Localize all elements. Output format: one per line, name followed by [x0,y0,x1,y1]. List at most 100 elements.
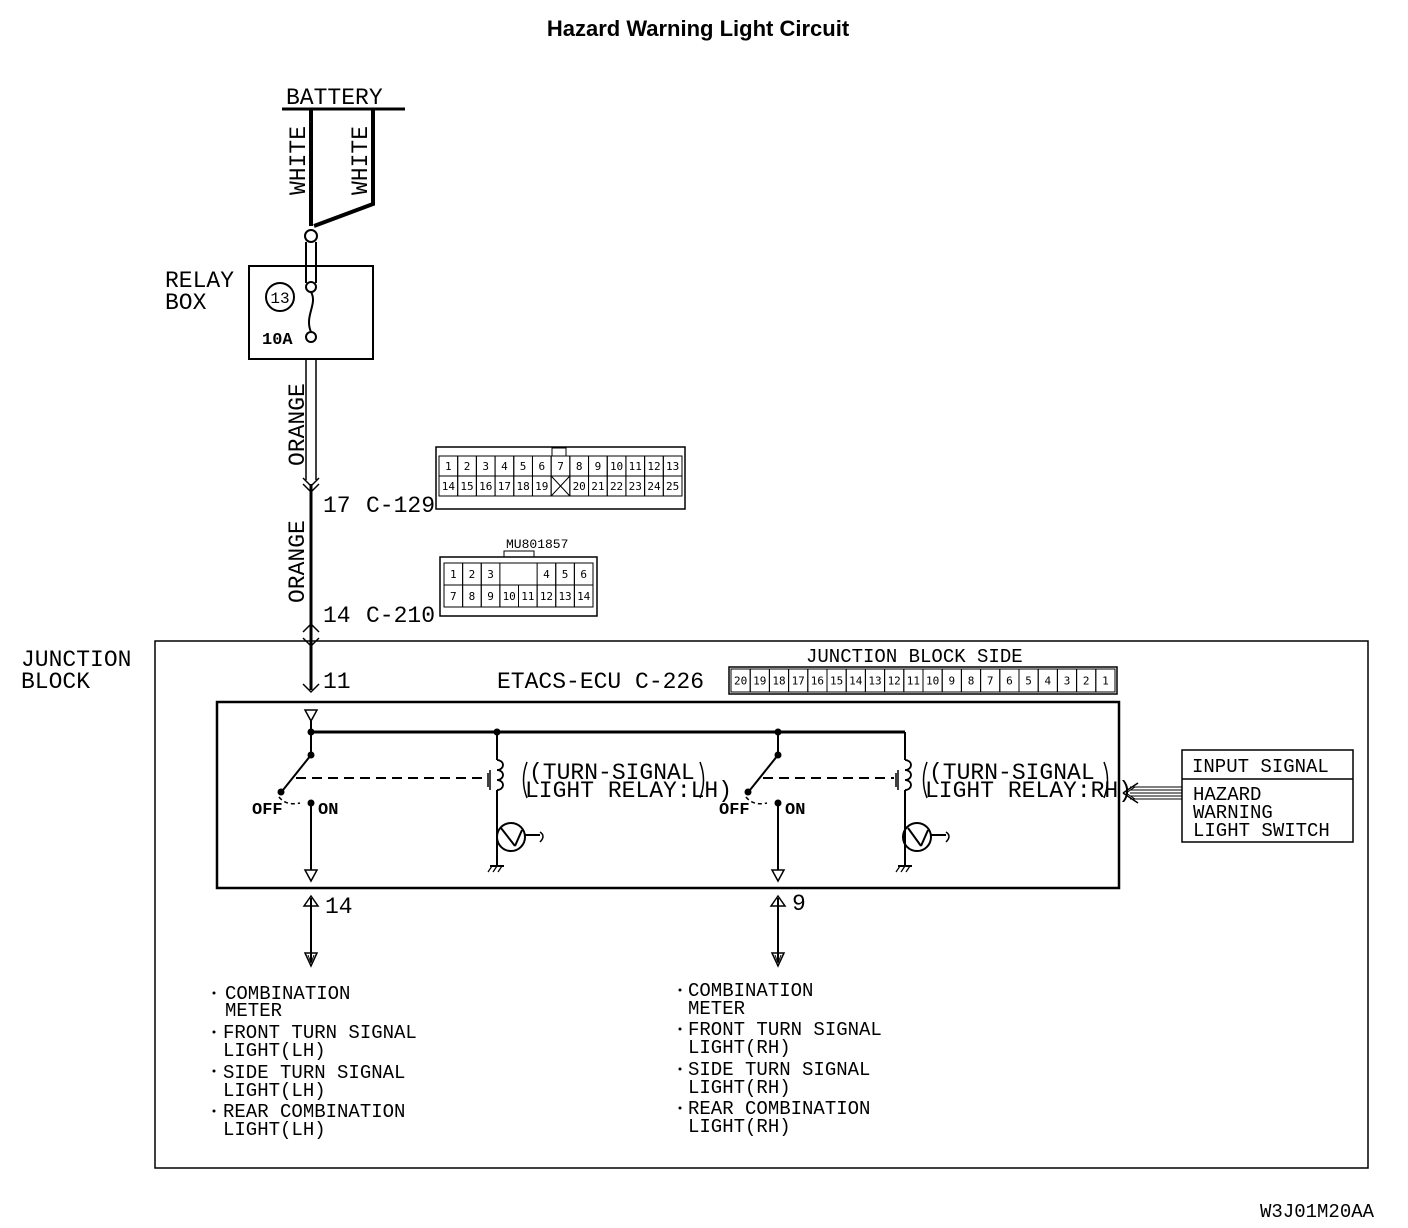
c129-name: C-129 [366,493,435,519]
connector-pin-number: 14 [442,480,456,493]
connector-pin-number: 14 [577,590,591,603]
input-switch-line2: WARNING [1193,802,1273,824]
connector-pin-number: 20 [573,480,586,493]
load-lh-1-line2: METER [225,1000,282,1022]
connector-pin-number: 2 [1083,675,1090,688]
connector-pin-number: 17 [792,675,805,688]
diagram-title: Hazard Warning Light Circuit [547,16,850,41]
figure-code: W3J01M20AA [1260,1201,1375,1223]
pin-lh: 14 [325,894,353,920]
wire-color-white-right: WHITE [348,126,374,195]
relay-rh-label-2: LIGHT RELAY:RH) [925,778,1132,804]
connector-pin-number: 4 [501,460,508,473]
loads-lh-list: COMBINATION METER FRONT TURN SIGNAL LIGH… [212,983,417,1141]
switch-rh-off: OFF [719,801,750,820]
connector-pin-number: 8 [968,675,975,688]
load-rh-1-line2: METER [688,998,745,1020]
relay-rh-label-1: (TURN-SIGNAL [929,760,1095,786]
relay-lh-label-1: (TURN-SIGNAL [529,760,695,786]
connector-pin-number: 12 [888,675,901,688]
connector-pin-number: 9 [487,590,494,603]
loads-rh-list: COMBINATION METER FRONT TURN SIGNAL LIGH… [678,980,882,1138]
input-switch-line1: HAZARD [1193,784,1261,806]
connector-pin-number: 9 [595,460,602,473]
connector-pin-number: 18 [772,675,785,688]
c210-pin: 14 [323,603,351,629]
load-rh-3-line2: LIGHT(RH) [688,1077,791,1099]
orange-wire: ORANGE ORANGE [285,359,320,694]
connector-pin-number: 10 [503,590,516,603]
connector-pin-number: 10 [610,460,623,473]
connector-pin-number: 3 [1064,675,1071,688]
wire-color-orange-1: ORANGE [285,383,311,466]
connector-pin-cell [662,475,683,497]
fuse-rating: 10A [262,331,293,350]
connector-pin-number: 6 [580,568,587,581]
connector-pin-number: 1 [1102,675,1109,688]
input-signal-title: INPUT SIGNAL [1192,756,1329,778]
connector-pin-cell [1095,668,1116,693]
connector-pin-number: 18 [516,480,529,493]
connector-pin-number: 4 [543,568,550,581]
load-lh-2-line2: LIGHT(LH) [223,1040,326,1062]
pin-rh: 9 [792,891,806,917]
connector-pin-number: 6 [538,460,545,473]
output-lh: 14 [302,894,353,968]
connector-pin-number: 7 [987,675,994,688]
c210-name: C-210 [366,603,435,629]
connector-pin-number: 1 [450,568,457,581]
connector-pin-number: 3 [487,568,494,581]
load-lh-1-line1: COMBINATION [225,983,350,1005]
c210-part-number: MU801857 [506,537,568,552]
load-rh-4-line1: REAR COMBINATION [688,1098,870,1120]
connector-pin-number: 13 [666,460,679,473]
load-lh-3-line2: LIGHT(LH) [223,1080,326,1102]
connector-pin-number: 16 [811,675,824,688]
connector-pin-number: 5 [1025,675,1032,688]
input-signal-arrow [1122,782,1182,804]
switch-lh-off: OFF [252,801,283,820]
pin-input: 11 [323,669,351,695]
load-lh-4-line1: REAR COMBINATION [223,1101,405,1123]
connector-pin-number: 12 [540,590,553,603]
battery-label: BATTERY [286,85,383,111]
junction-block-side-label: JUNCTION BLOCK SIDE [806,646,1023,668]
connector-pin-cell [573,584,594,608]
connector-pin-number: 24 [647,480,661,493]
connector-pin-number: 4 [1044,675,1051,688]
connector-pin-number: 16 [479,480,492,493]
connector-pin-number: 2 [464,460,471,473]
switch-rh-on: ON [785,801,805,820]
connector-pin-number: 21 [591,480,604,493]
connector-pin-number: 10 [926,675,939,688]
white-wires: WHITE WHITE [286,109,375,283]
connector-pin-number: 15 [460,480,473,493]
connector-pin-number: 11 [907,675,920,688]
connector-pin-number: 13 [868,675,881,688]
connector-pin-number: 11 [629,460,642,473]
connector-pin-number: 8 [576,460,583,473]
etacs-ecu: OFF ON (TURN-SIGNAL LIGHT RELAY:LH) OFF [215,700,1132,890]
load-rh-3-line1: SIDE TURN SIGNAL [688,1059,870,1081]
connector-pin-number: 23 [629,480,642,493]
connector-pin-number: 13 [558,590,571,603]
junction-block-label-1: JUNCTION [21,647,131,673]
connector-pin-number: 5 [520,460,527,473]
connector-pin-number: 8 [469,590,476,603]
load-rh-1-line1: COMBINATION [688,980,813,1002]
connector-pin-number: 14 [849,675,863,688]
connector-pin-number: 19 [753,675,766,688]
relay-box-label-1: RELAY [165,268,234,294]
switch-lh-on: ON [318,801,338,820]
wire-color-orange-2: ORANGE [285,520,311,603]
connector-pin-number: 7 [557,460,564,473]
blank-cavity-mark [550,475,571,497]
load-rh-2-line2: LIGHT(RH) [688,1037,791,1059]
input-signal: INPUT SIGNAL HAZARD WARNING LIGHT SWITCH [1122,749,1354,843]
output-rh: 9 [769,891,806,968]
c129-pin: 17 [323,493,351,519]
connector-pin-number: 25 [666,480,679,493]
connector-pin-number: 5 [562,568,569,581]
